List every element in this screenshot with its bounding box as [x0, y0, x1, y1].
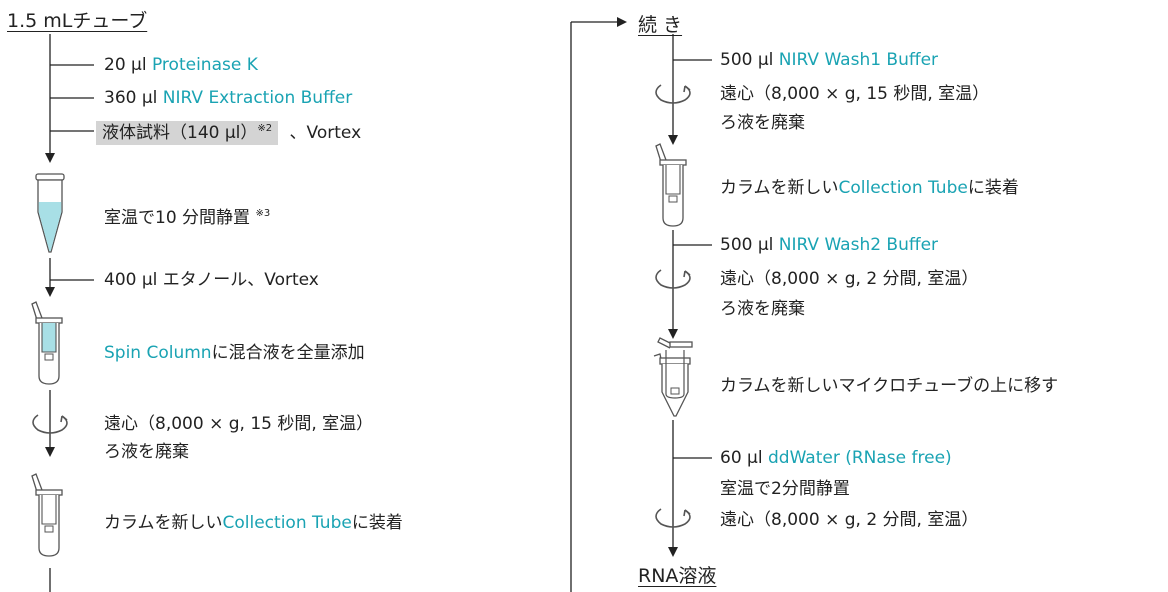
collection-tube-name: Collection Tube	[222, 513, 352, 533]
reagent-name: NIRV Wash1 Buffer	[778, 50, 939, 70]
incubate-note: ※3	[255, 208, 271, 219]
discard-step: ろ液を廃棄	[720, 113, 805, 133]
continued-header: 続 き	[638, 14, 683, 36]
reagent-amount: 20 μl	[104, 55, 147, 75]
incubate-text: 室温で10 分間静置	[104, 208, 251, 228]
apply-rest: に混合液を全量添加	[211, 343, 365, 363]
transfer-step: カラムを新しいCollection Tubeに装着	[104, 512, 403, 534]
centrifuge-step: 遠心（8,000 × g, 15 秒間, 室温）	[104, 414, 374, 434]
spin-column-name: Spin Column	[104, 343, 212, 363]
incubate-step: 室温で10 分間静置 ※3	[104, 203, 270, 229]
apply-step: Spin Columnに混合液を全量添加	[104, 342, 365, 364]
sample-step: 液体試料（140 μl）※2 、Vortex	[96, 118, 362, 145]
transfer-pre: カラムを新しい	[104, 513, 223, 533]
tube-header: 1.5 mLチューブ	[7, 10, 148, 32]
reagent-amount: 60 μl	[720, 448, 763, 468]
wash2-reagent: 500 μl NIRV Wash2 Buffer	[720, 234, 938, 256]
reagent-proteinase: 20 μl Proteinase K	[104, 54, 258, 76]
sample-highlight: 液体試料（140 μl）※2	[96, 121, 279, 145]
reagent-extraction-buffer: 360 μl NIRV Extraction Buffer	[104, 87, 352, 109]
centrifuge-icon	[655, 84, 691, 104]
sample-suffix: 、Vortex	[289, 123, 362, 143]
wash1-reagent: 500 μl NIRV Wash1 Buffer	[720, 49, 938, 71]
discard-step: ろ液を廃棄	[720, 299, 805, 319]
transfer-step: カラムを新しいCollection Tubeに装着	[720, 177, 1019, 199]
reagent-name: NIRV Wash2 Buffer	[778, 235, 939, 255]
centrifuge-icon	[32, 414, 68, 434]
spin-column-icon	[31, 301, 63, 385]
sample-note: ※2	[257, 123, 273, 134]
reagent-name: ddWater (RNase free)	[767, 448, 952, 468]
column-in-microtube-icon	[653, 337, 693, 417]
spin-column-icon	[655, 143, 687, 227]
transfer-post: に装着	[351, 513, 403, 533]
tube-icon	[35, 173, 65, 253]
ethanol-step: 400 μl エタノール、Vortex	[104, 270, 319, 290]
reagent-amount: 360 μl	[104, 88, 158, 108]
water-reagent: 60 μl ddWater (RNase free)	[720, 447, 952, 469]
reagent-name: NIRV Extraction Buffer	[162, 88, 353, 108]
discard-step: ろ液を廃棄	[104, 442, 189, 462]
move-step: カラムを新しいマイクロチューブの上に移す	[720, 376, 1059, 396]
transfer-post: に装着	[967, 178, 1019, 198]
rna-solution-footer: RNA溶液	[638, 565, 717, 587]
stand-step: 室温で2分間静置	[720, 479, 850, 499]
reagent-amount: 500 μl	[720, 235, 774, 255]
centrifuge-icon	[655, 508, 691, 528]
centrifuge-icon	[655, 269, 691, 289]
centrifuge-step: 遠心（8,000 × g, 2 分間, 室温）	[720, 269, 979, 289]
centrifuge-step: 遠心（8,000 × g, 2 分間, 室温）	[720, 510, 979, 530]
reagent-name: Proteinase K	[151, 55, 258, 75]
centrifuge-step: 遠心（8,000 × g, 15 秒間, 室温）	[720, 84, 990, 104]
collection-tube-name: Collection Tube	[838, 178, 968, 198]
spin-column-icon	[31, 473, 63, 557]
reagent-amount: 500 μl	[720, 50, 774, 70]
transfer-pre: カラムを新しい	[720, 178, 839, 198]
sample-label: 液体試料（140 μl）	[102, 123, 258, 143]
